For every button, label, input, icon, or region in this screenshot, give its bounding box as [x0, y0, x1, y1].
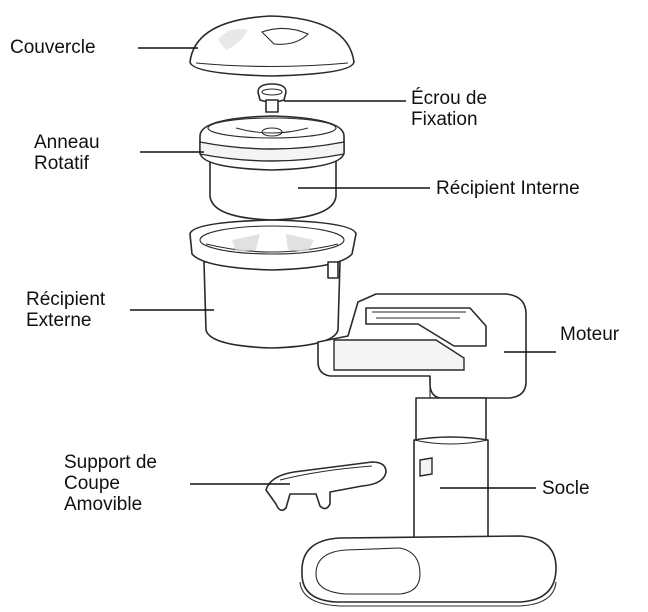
- fixing-nut-part: [257, 83, 287, 113]
- motor-part: [317, 293, 527, 399]
- removable-cup-holder-part: [265, 461, 387, 512]
- lid-part: [189, 15, 355, 77]
- label-moteur: Moteur: [560, 324, 620, 345]
- label-recipient-interne: Récipient Interne: [436, 178, 580, 199]
- label-socle: Socle: [542, 478, 590, 499]
- label-couvercle: Couvercle: [10, 37, 96, 58]
- label-anneau-rotatif: Anneau Rotatif: [34, 132, 100, 174]
- label-ecrou-de-fixation: Écrou de Fixation: [411, 88, 488, 130]
- label-support-de-coupe-amovible: Support de Coupe Amovible: [64, 452, 157, 515]
- outer-container-part: [189, 219, 357, 349]
- label-recipient-externe: Récipient Externe: [26, 289, 106, 331]
- inner-container-part: [199, 115, 345, 221]
- base-part: [299, 397, 557, 607]
